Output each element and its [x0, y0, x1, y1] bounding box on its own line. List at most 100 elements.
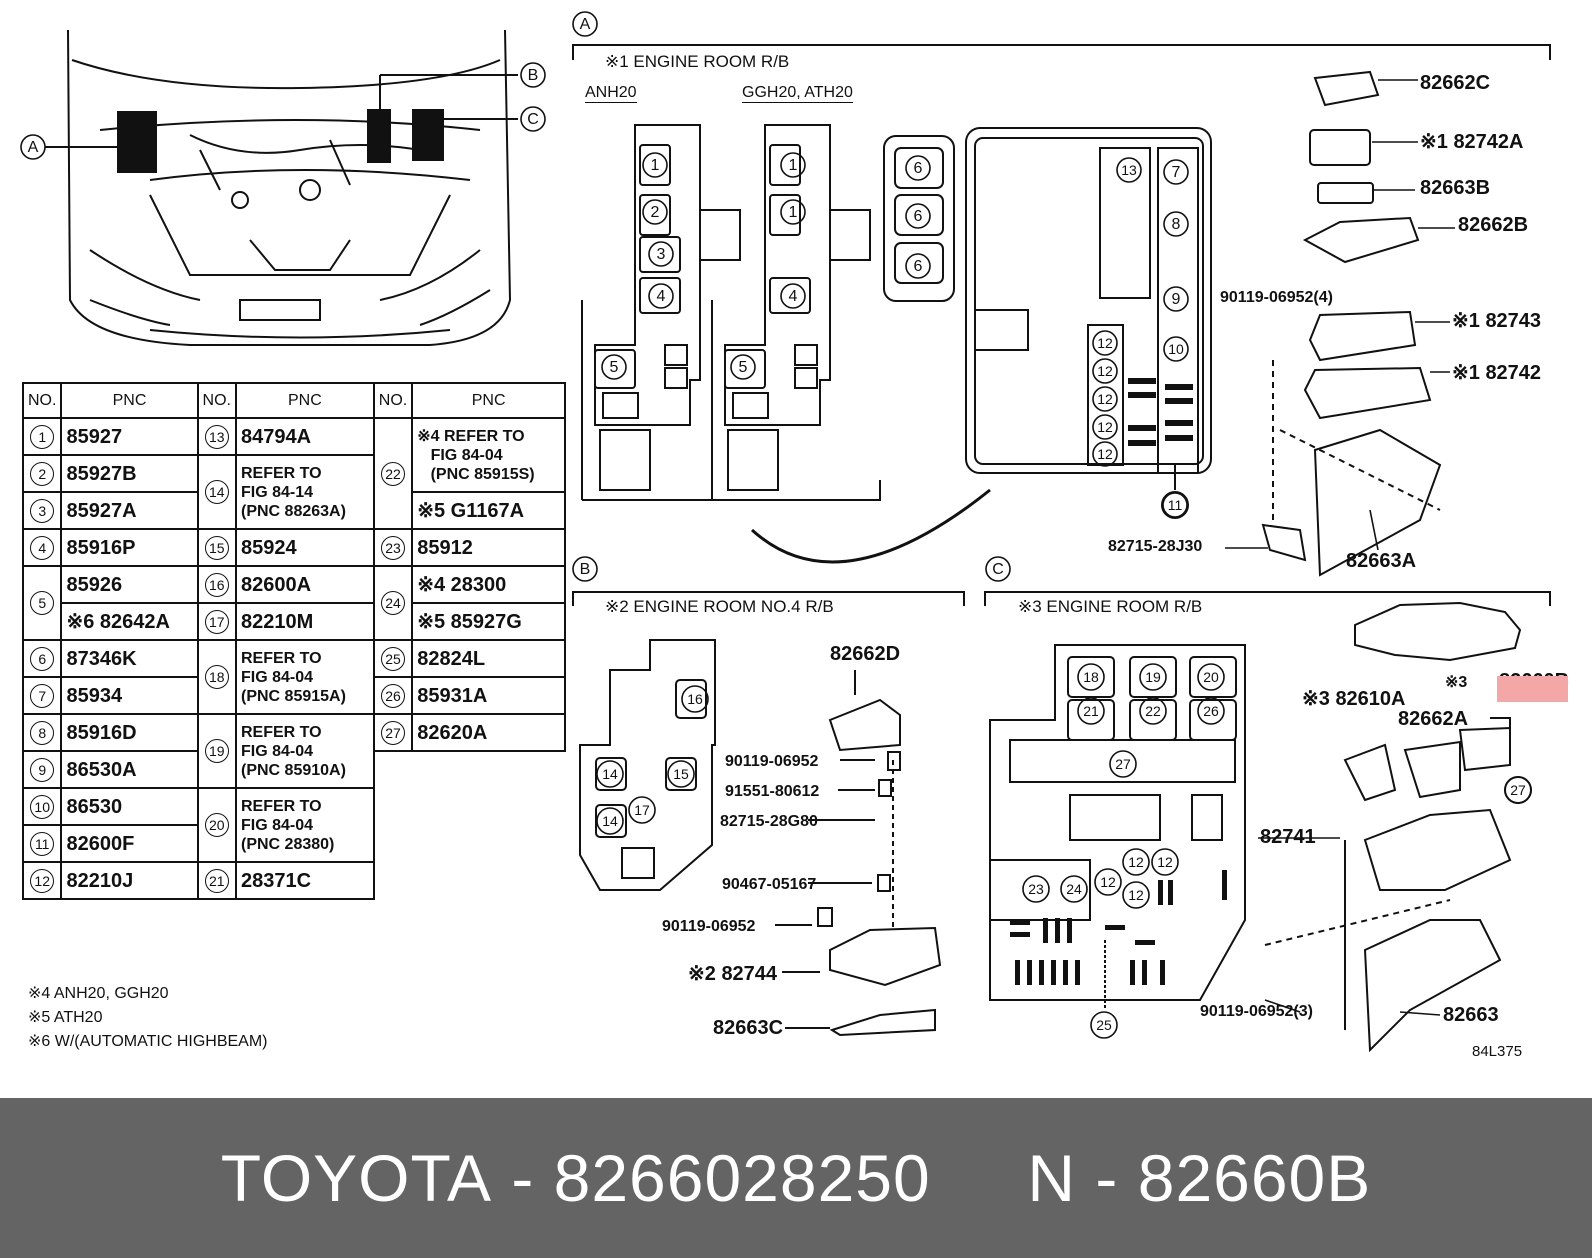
callout-circle: 12	[1151, 848, 1179, 876]
svg-text:12: 12	[1097, 419, 1113, 435]
fuse-box-main	[883, 127, 1212, 519]
part-label: 82662B	[1458, 214, 1528, 236]
callout-circle: 10	[1163, 336, 1189, 362]
fuse-box-c	[989, 644, 1246, 1010]
callout-circle: 12	[1094, 868, 1122, 896]
pnc-cell: 85927A	[60, 491, 199, 530]
leader-line	[1264, 999, 1301, 1013]
row-number: 12	[21, 861, 63, 900]
pnc-cell: 82824L	[411, 639, 566, 678]
row-number: 10	[21, 787, 63, 826]
part-label: 82662D	[830, 643, 900, 665]
svg-text:C: C	[527, 111, 539, 128]
pnc-cell: 87346K	[60, 639, 199, 678]
svg-text:4: 4	[789, 288, 798, 305]
svg-text:27: 27	[1115, 756, 1131, 772]
svg-text:1: 1	[651, 157, 660, 174]
svg-text:16: 16	[687, 691, 703, 707]
callout-circle: 6	[905, 253, 931, 279]
callout-circle: 22	[1139, 697, 1167, 725]
parts-column-b	[775, 670, 942, 1037]
callout-circle: 14	[596, 760, 624, 788]
section-b-title: ※2 ENGINE ROOM NO.4 R/B	[605, 597, 834, 616]
callout-circle: 19	[1139, 663, 1167, 691]
parts-column-c	[1264, 601, 1532, 1053]
fuse-box-no4	[579, 639, 716, 891]
callout-circle: 9	[1163, 286, 1189, 312]
row-number: 27	[372, 713, 414, 752]
svg-text:25: 25	[1096, 1017, 1112, 1033]
svg-text:12: 12	[1128, 887, 1144, 903]
pnc-cell: 85927B	[60, 454, 199, 493]
callout-circle: 5	[601, 354, 627, 380]
part-label: 82663B	[1420, 177, 1490, 199]
row-number: 23	[372, 528, 414, 567]
pnc-cell: 85926	[60, 565, 199, 604]
footer-part-number: 8266028250	[553, 1141, 931, 1215]
table-row: 7 85934 26 85931A	[21, 676, 566, 715]
part-label: 82662C	[1420, 72, 1490, 94]
section-c-title: ※3 ENGINE ROOM R/B	[1018, 597, 1203, 616]
callout-circle: 12	[1092, 330, 1118, 356]
part-label: ※3 82610A	[1302, 688, 1406, 710]
row-number: 14	[196, 454, 237, 530]
car-front-illustration	[67, 29, 512, 346]
pnc-cell: 82620A	[411, 713, 566, 752]
row-number: 9	[21, 750, 63, 789]
svg-text:21: 21	[1083, 703, 1099, 719]
table-row: 4 85916P 15 85924 23 85912	[21, 528, 566, 567]
svg-text:A: A	[580, 16, 591, 33]
svg-text:1: 1	[789, 157, 798, 174]
part-label: 82663	[1443, 1004, 1499, 1026]
table-row: 3 85927A ※5 G1167A	[21, 491, 566, 530]
svg-text:12: 12	[1157, 854, 1173, 870]
row-number: 15	[196, 528, 237, 567]
svg-text:12: 12	[1097, 363, 1113, 379]
svg-text:12: 12	[1097, 391, 1113, 407]
svg-text:2: 2	[651, 204, 660, 221]
pnc-cell: 85924	[234, 528, 375, 567]
row-number: 4	[21, 528, 63, 567]
svg-text:22: 22	[1145, 703, 1161, 719]
parts-column-a	[1261, 70, 1442, 577]
svg-text:17: 17	[634, 802, 650, 818]
pnc-cell: ※5 85927G	[411, 602, 566, 641]
footer-pnc: 82660B	[1137, 1141, 1372, 1215]
part-label: 82741	[1260, 826, 1316, 848]
svg-text:23: 23	[1028, 881, 1044, 897]
callout-c: C	[520, 106, 546, 132]
col-header-pnc: PNC	[234, 382, 375, 419]
part-label: 82663A	[1346, 550, 1416, 572]
svg-text:9: 9	[1172, 291, 1181, 308]
pnc-cell: ※5 G1167A	[411, 491, 566, 530]
table-row: 11 82600F	[21, 824, 565, 863]
callout-circle: 8	[1163, 211, 1189, 237]
empty-cell	[374, 788, 565, 825]
pnc-cell: 85934	[60, 676, 199, 715]
callout-circle: 1	[780, 199, 806, 225]
callout-circle: 12	[1092, 441, 1118, 467]
box-c-location	[412, 109, 444, 161]
svg-text:26: 26	[1203, 703, 1219, 719]
empty-cell	[374, 825, 565, 862]
part-label: 90467-05167	[722, 876, 816, 893]
col-header-no: NO.	[196, 382, 237, 419]
figure-code: 84L375	[1472, 1043, 1523, 1060]
pnc-cell: 85927	[60, 417, 199, 456]
part-label: 90119-06952	[662, 918, 756, 935]
pnc-cell: 86530	[60, 787, 199, 826]
row-number: 1	[21, 417, 63, 456]
callout-circle: 11	[1162, 492, 1188, 518]
callout-circle: 2	[642, 199, 668, 225]
row-number: 24	[372, 565, 414, 641]
svg-text:14: 14	[602, 813, 618, 829]
svg-text:27: 27	[1510, 782, 1526, 798]
row-number: 17	[196, 602, 237, 641]
col-header-pnc: PNC	[60, 382, 199, 419]
part-label: ※3	[1445, 674, 1467, 691]
callout-circle: 18	[1077, 663, 1105, 691]
callout-a: A	[20, 134, 46, 160]
row-number: 16	[196, 565, 237, 604]
svg-text:B: B	[580, 561, 591, 578]
